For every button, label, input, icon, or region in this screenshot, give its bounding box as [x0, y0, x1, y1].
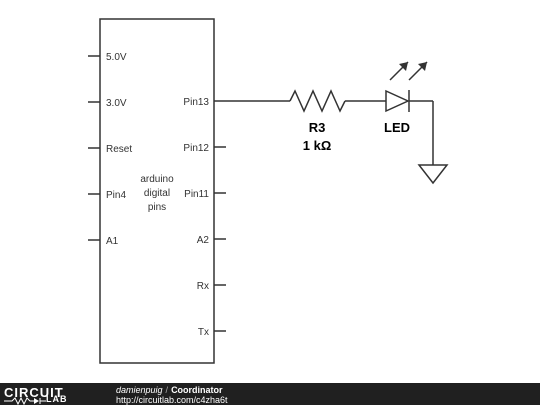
author-link[interactable]: damienpuig — [116, 385, 163, 395]
logo-word-circuit: CIRCUIT — [4, 385, 64, 400]
led-ref: LED — [384, 120, 410, 135]
led-emission-arrow-2-head — [418, 62, 427, 71]
led-emission-arrow-1-head — [399, 62, 408, 71]
ground-symbol[interactable] — [417, 164, 449, 185]
pin-label-rx: Rx — [197, 281, 209, 292]
arduino-chip-body[interactable] — [99, 18, 215, 364]
circuitlab-logo[interactable]: CIRCUIT LAB — [4, 385, 100, 405]
pin-label-pin13: Pin13 — [183, 97, 209, 108]
pin-label-pin4: Pin4 — [106, 190, 126, 201]
pin-label-reset: Reset — [106, 144, 132, 155]
pin-label-pin11: Pin11 — [184, 189, 209, 200]
footer-bar: CIRCUIT LAB damienpuig/Coordinator http:… — [0, 383, 540, 405]
pin-label-a2: A2 — [197, 235, 210, 246]
author-line: damienpuig/Coordinator — [116, 385, 223, 395]
pin-label-3v: 3.0V — [106, 98, 127, 109]
circuit-url-link[interactable]: http://circuitlab.com/c4zha6t — [116, 395, 228, 405]
pin-label-5v: 5.0V — [106, 52, 127, 63]
project-title[interactable]: Coordinator — [171, 385, 223, 395]
logo-word-lab: LAB — [46, 394, 68, 404]
resistor-r3-value: 1 kΩ — [303, 138, 332, 153]
pin-label-pin12: Pin12 — [183, 143, 209, 154]
resistor-r3-ref: R3 — [309, 120, 326, 135]
pin-label-tx: Tx — [198, 327, 209, 338]
logo-resistor-icon — [4, 397, 46, 405]
led-diode-triangle[interactable] — [385, 89, 410, 113]
breadcrumb-separator: / — [165, 385, 169, 395]
resistor-r3[interactable] — [289, 89, 346, 113]
schematic-canvas: arduino digital pins 5.0V 3.0V Reset Pin… — [88, 18, 449, 364]
pin-label-a1: A1 — [106, 236, 119, 247]
chip-label-line-1: arduino — [140, 174, 174, 185]
chip-label-line-3: pins — [148, 202, 166, 213]
chip-label-line-2: digital — [144, 188, 170, 199]
